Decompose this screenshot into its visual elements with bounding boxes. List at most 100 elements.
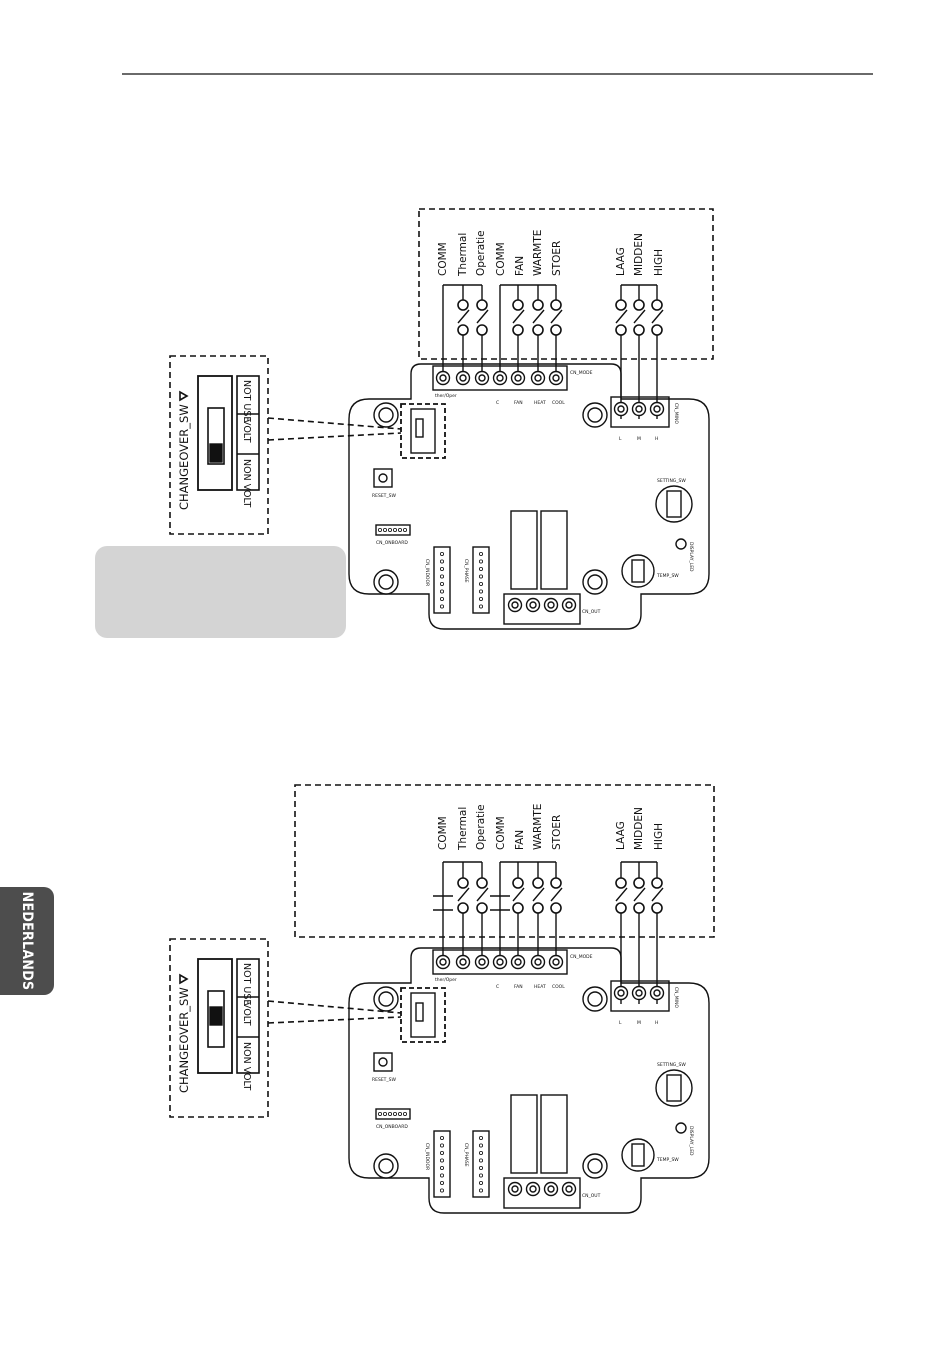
screw-terminal	[649, 401, 665, 417]
screw-terminal-inner	[534, 958, 542, 966]
relay-contact-bottom	[532, 902, 544, 914]
mount-hole	[582, 1153, 608, 1179]
changeover-options-frame	[236, 375, 260, 491]
relay-contact-top	[651, 299, 663, 311]
screw-terminal-inner	[635, 405, 643, 413]
relay-contact-bottom	[550, 324, 562, 336]
screw-terminal-inner	[534, 374, 542, 382]
changeover-switch-body	[410, 408, 436, 454]
mode-pin-label: FAN	[514, 984, 523, 990]
terminal-block-speed	[610, 396, 670, 428]
temp-switch-dial	[621, 1138, 655, 1172]
changeover-switch-board	[400, 987, 446, 1043]
relay-contact-blade	[512, 887, 525, 902]
terminal-label: Thermal	[457, 807, 469, 851]
changeover-zoom-box	[169, 938, 269, 1118]
cn-mino-label: CN_MINO	[673, 403, 679, 424]
field-wiring-box	[418, 208, 714, 360]
changeover-arrow-icon	[179, 973, 189, 985]
relay-contact-blade	[550, 309, 563, 324]
terminal-label: HIGH	[653, 249, 665, 276]
connector-pin	[439, 1166, 444, 1171]
speed-pin-label: L	[619, 1020, 622, 1026]
cn-phase-connector	[472, 546, 490, 614]
mount-hole	[373, 569, 399, 595]
terminal-label: MIDDEN	[633, 233, 645, 276]
terminal-label: LAAG	[615, 821, 627, 850]
field-wiring-box	[294, 784, 715, 938]
relay-contact-blade	[532, 887, 545, 902]
relay-contact-bottom	[550, 902, 562, 914]
cn-phase-label: CN_PHASE	[463, 559, 469, 583]
pcb-outline	[348, 363, 710, 630]
relay-contact-top	[476, 299, 488, 311]
screw-terminal	[631, 401, 647, 417]
relay-contact-blade	[476, 309, 489, 324]
screw-terminal-inner	[478, 958, 486, 966]
connector-pin	[439, 1151, 444, 1156]
changeover-slider-track	[207, 990, 225, 1048]
display-led	[675, 1122, 687, 1134]
screw-terminal	[507, 1181, 523, 1197]
terminal-label: Operatie	[475, 804, 487, 850]
connector-pin	[478, 589, 483, 594]
screw-terminal-inner	[552, 374, 560, 382]
relay-contact-bottom	[615, 324, 627, 336]
mount-hole	[373, 1153, 399, 1179]
terminal-label: COMM	[437, 816, 449, 850]
relay-contact-blade	[633, 887, 646, 902]
screw-terminal-inner	[511, 601, 519, 609]
relay-contact-top	[532, 877, 544, 889]
screw-terminal-inner	[617, 405, 625, 413]
mode-pin-label: COOL	[552, 400, 565, 406]
connector-pin	[439, 589, 444, 594]
cn-out-label: CN_OUT	[582, 1193, 601, 1199]
connector-pin	[439, 567, 444, 572]
relay-contact-top	[457, 299, 469, 311]
screw-terminal-inner	[653, 405, 661, 413]
mount-hole-inner	[378, 991, 394, 1007]
mode-pin-label: COOL	[552, 984, 565, 990]
screw-terminal	[455, 370, 471, 386]
screw-terminal	[525, 597, 541, 613]
screw-terminal-inner	[617, 989, 625, 997]
terminal-label: WARMTE	[532, 804, 544, 850]
relay-contact-bottom	[457, 902, 469, 914]
screw-terminal	[649, 985, 665, 1001]
connector-pin	[478, 1136, 483, 1141]
screw-terminal-inner	[496, 374, 504, 382]
relay-contact-bottom	[651, 324, 663, 336]
cn-indoor-label: CN_INDOOR	[424, 1143, 430, 1170]
relay-contact-top	[457, 877, 469, 889]
screw-terminal-inner	[529, 1185, 537, 1193]
speed-pin-label: H	[655, 436, 658, 442]
relay-contact-bottom	[476, 324, 488, 336]
connector-pin	[392, 528, 397, 533]
screw-terminal-inner	[529, 601, 537, 609]
terminal-label: STOER	[551, 815, 563, 850]
terminal-label: Thermal	[457, 233, 469, 277]
connector-pin	[402, 528, 407, 533]
relay-contact-top	[550, 299, 562, 311]
screw-terminal-inner	[653, 989, 661, 997]
screw-terminal-inner	[565, 601, 573, 609]
connector-pin	[478, 559, 483, 564]
reset-sw-label: RESET_SW	[372, 493, 397, 499]
connector-pin	[439, 597, 444, 602]
cn-out-connector	[503, 1177, 581, 1209]
relay-contact-blade	[512, 309, 525, 324]
setting-sw-label: SETTING_SW	[657, 478, 686, 484]
changeover-switch-body	[410, 992, 436, 1038]
relay-contact-bottom	[512, 324, 524, 336]
relay-contact-blade	[615, 887, 628, 902]
display-led	[675, 538, 687, 550]
cn-out-connector	[503, 593, 581, 625]
relay-contact-top	[615, 877, 627, 889]
screw-terminal-inner	[514, 958, 522, 966]
reset-switch	[373, 1052, 393, 1072]
screw-terminal-inner	[514, 374, 522, 382]
relay-contact-blade	[532, 309, 545, 324]
screw-terminal	[613, 985, 629, 1001]
connector-pin	[387, 528, 392, 533]
